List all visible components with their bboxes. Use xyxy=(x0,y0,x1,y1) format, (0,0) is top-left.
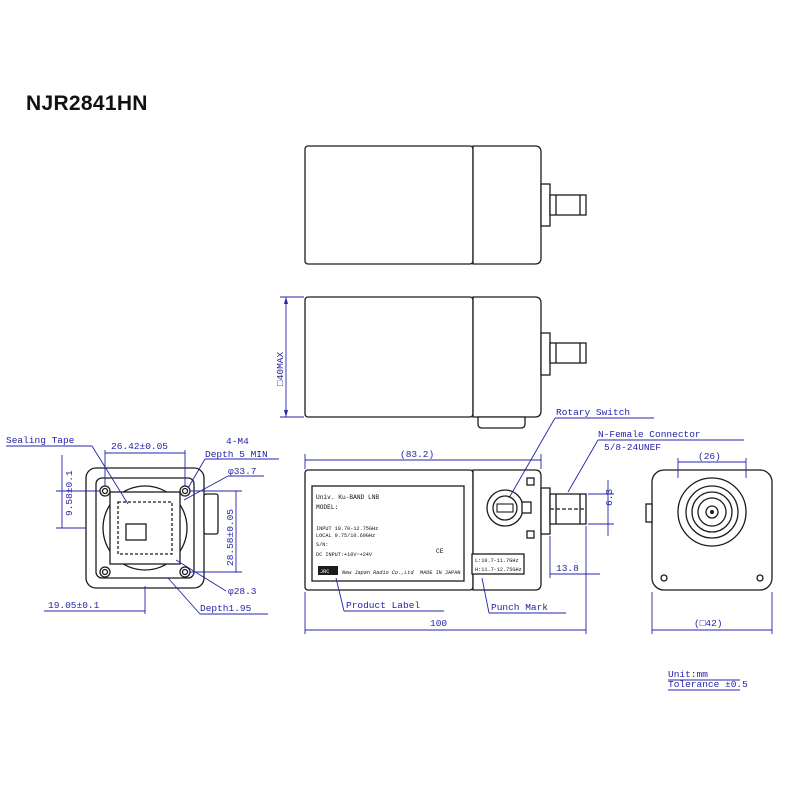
bottom-view: Univ. Ku-BAND LNB MODEL: INPUT 10.70-12.… xyxy=(304,407,744,634)
callout-sealing-tape: Sealing Tape xyxy=(6,435,75,446)
dim-83-2: (83.2) xyxy=(400,449,434,460)
dim-9-58: 9.58±0.1 xyxy=(64,470,75,516)
callout-punch-mark: Punch Mark xyxy=(491,602,548,613)
label-line1: Univ. Ku-BAND LNB xyxy=(316,494,379,501)
band-line1: L:10.7-11.7GHz xyxy=(475,558,519,564)
side-view-body xyxy=(304,296,474,418)
label-line2: MODEL: xyxy=(316,504,338,511)
rear-view-connector-outer xyxy=(677,477,747,547)
unit-text: Unit:mm xyxy=(668,669,708,680)
top-view-head xyxy=(472,145,542,265)
label-line6: DC INPUT:+10V~+24V xyxy=(316,552,373,558)
label-line3: INPUT 10.70-12.75GHz xyxy=(316,526,378,532)
top-view-flange xyxy=(540,183,551,227)
dim-phi33-7: φ33.7 xyxy=(228,466,257,477)
dim-40max: □40MAX xyxy=(275,351,286,386)
rear-view-outer xyxy=(651,469,773,591)
rear-view-side-tab xyxy=(645,503,653,523)
dim-42: (□42) xyxy=(694,618,723,629)
callout-4-m4: 4-M4 xyxy=(226,436,249,447)
callout-depth5: Depth 5 MIN xyxy=(205,449,268,460)
callout-rotary-switch: Rotary Switch xyxy=(556,407,630,418)
side-view: □40MAX xyxy=(275,296,587,429)
callout-depth1-95: Depth1.95 xyxy=(200,603,252,614)
drawing-title: NJR2841HN xyxy=(26,92,148,115)
dim-26-42: 26.42±0.05 xyxy=(111,441,168,452)
top-view xyxy=(304,145,587,265)
front-view: 26.42±0.05 4-M4 Depth 5 MIN φ33.7 Sealin… xyxy=(6,435,279,615)
band-line2: H:11.7-12.75GHz xyxy=(475,567,522,573)
callout-n-female: N-Female Connector xyxy=(598,429,701,440)
dim-28-58: 28.58±0.05 xyxy=(225,509,236,566)
front-view-side-tab xyxy=(203,493,219,535)
bottom-view-flange xyxy=(540,487,551,535)
label-ce: CE xyxy=(436,548,444,555)
label-line4: LOCAL 9.75/10.60GHz xyxy=(316,533,375,539)
tolerance-text: Tolerance ±0.5 xyxy=(668,679,748,690)
callout-product-label: Product Label xyxy=(346,600,420,611)
dim-13-8: 13.8 xyxy=(556,563,579,574)
top-view-body xyxy=(304,145,474,265)
dim-6-3: 6.3 xyxy=(604,489,615,506)
label-brand: JRC xyxy=(320,569,329,575)
units-note: Unit:mm Tolerance ±0.5 xyxy=(668,669,748,691)
label-line5: S/N: xyxy=(316,542,328,548)
front-view-flange-circle xyxy=(102,485,188,571)
label-company: New Japan Radio Co.,Ltd xyxy=(342,570,414,576)
callout-thread: 5/8-24UNEF xyxy=(604,442,661,453)
side-view-head xyxy=(472,296,542,418)
dim-19-05: 19.05±0.1 xyxy=(48,600,100,611)
side-view-flange xyxy=(540,332,551,376)
top-view-connector xyxy=(549,194,587,216)
front-view-waveguide xyxy=(109,491,181,565)
dim-phi28-3: φ28.3 xyxy=(228,586,257,597)
rear-view: (26) (□42) xyxy=(645,451,773,634)
side-view-foot xyxy=(477,416,526,429)
label-made: MADE IN JAPAN xyxy=(420,570,460,576)
dim-26: (26) xyxy=(698,451,721,462)
side-view-connector xyxy=(549,342,587,364)
dim-100: 100 xyxy=(430,618,447,629)
band-sticker xyxy=(471,553,525,575)
switch-marker xyxy=(521,501,532,514)
product-label xyxy=(311,485,465,582)
